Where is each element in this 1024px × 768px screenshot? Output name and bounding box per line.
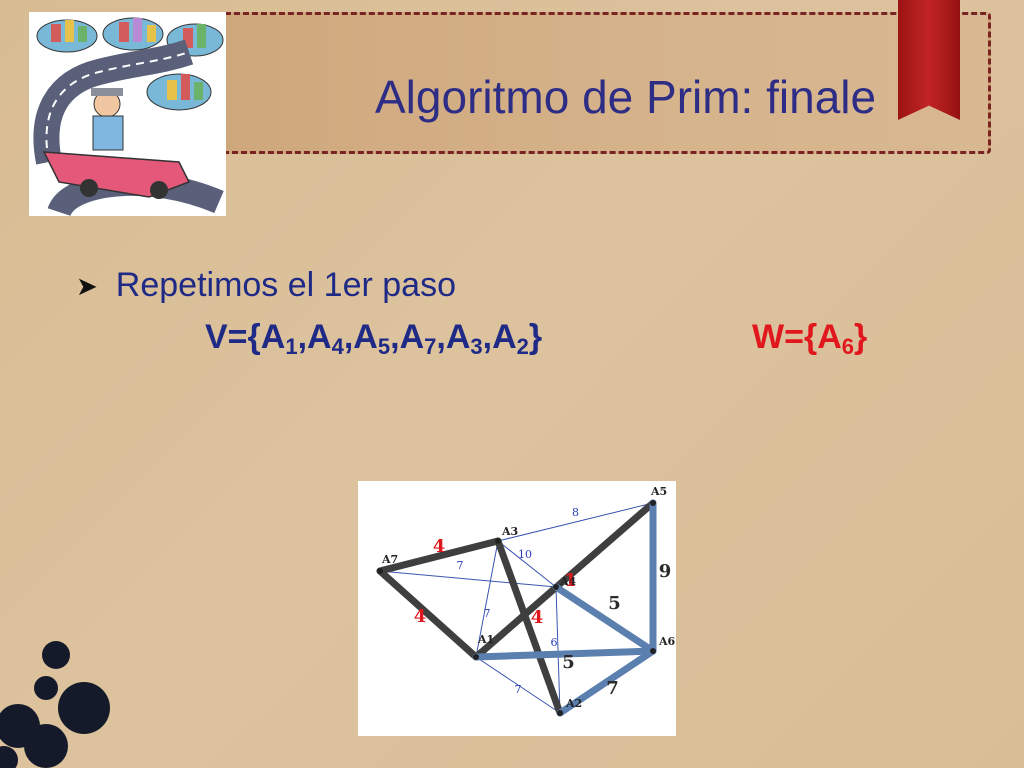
visited-set: V={A1,A4,A5,A7,A3,A2} [205,318,543,359]
set-v-item: A5 [353,318,391,359]
set-v-prefix: V={ [205,318,261,356]
node-label-a1: A1 [477,633,494,646]
edge-weight-a1-a5: 1 [564,570,577,591]
graph-edge-a2-a6 [556,647,657,717]
graph-edge-a3-a4 [497,540,557,588]
edge-weight-a3-a4: 10 [518,548,532,561]
graph-node-a3 [495,538,501,544]
set-w-suffix: } [854,318,868,356]
graph-node-a1 [473,654,479,660]
edge-weight-a3-a2: 4 [531,607,544,628]
node-label-a5: A5 [650,485,667,498]
road-map-illustration [29,12,226,216]
graph-edge-a7-a4 [379,570,557,588]
graph-node-a6 [650,648,656,654]
graph-edge-a7-a3 [376,537,502,575]
graph-edge-a4-a2 [555,586,561,714]
node-label-a4: A4 [559,575,577,588]
edge-weight-a1-a2: 7 [515,683,522,696]
graph-edge-a1-a6 [472,647,657,661]
graph-edge-a3-a2 [494,537,564,717]
graph-edge-a3-a5 [497,502,654,542]
graph-edge-a4-a6 [552,583,657,655]
title-frame [225,12,991,154]
remaining-set: W={A6} [752,318,868,359]
edge-weight-a2-a6: 7 [606,678,619,699]
set-v-item: A1 [260,318,298,359]
set-w-prefix: W={ [752,318,818,356]
graph-node-a7 [377,568,383,574]
graph-edge-a1-a2 [475,656,561,714]
set-v-item: A7 [399,318,437,359]
set-w-item: A6 [817,318,854,359]
node-label-a6: A6 [658,635,676,648]
ink-blots-decoration [0,641,110,768]
edge-weight-a3-a5: 8 [572,506,579,519]
edge-weight-a5-a6: 9 [659,561,672,582]
node-label-a3: A3 [501,525,518,538]
edge-weight-a4-a6: 5 [608,593,621,614]
set-v-item: A3 [445,318,483,359]
edge-weight-a7-a4: 7 [457,559,464,572]
bullet-text: Repetimos el 1er paso [115,266,456,304]
graph-node-a2 [557,710,563,716]
set-v-item: A2 [492,318,529,359]
arrow-bullet-icon: ➤ [76,270,98,301]
node-label-a2: A2 [565,697,582,710]
bookmark-ribbon [898,0,960,120]
slide-title: Algoritmo de Prim: finale [375,71,877,123]
graph-edge-a1-a5 [472,499,657,661]
edge-weight-a7-a1: 4 [414,606,427,627]
edge-weight-a4-a2: 6 [551,636,558,649]
set-v-item: A4 [307,318,344,359]
bullet-item: ➤ Repetimos el 1er paso [76,266,456,305]
node-label-a7: A7 [381,553,398,566]
set-v-suffix: } [528,318,543,356]
graph-edge-a7-a1 [376,567,480,661]
road-map-drawing [33,17,224,216]
graph-node-a5 [650,500,656,506]
edge-weight-a7-a3: 4 [433,536,446,557]
edge-weight-a3-a1: 7 [484,607,491,620]
edge-weight-a1-a6: 5 [562,652,575,673]
graph-node-a4 [553,584,559,590]
graph-edge-a3-a1 [475,540,499,658]
